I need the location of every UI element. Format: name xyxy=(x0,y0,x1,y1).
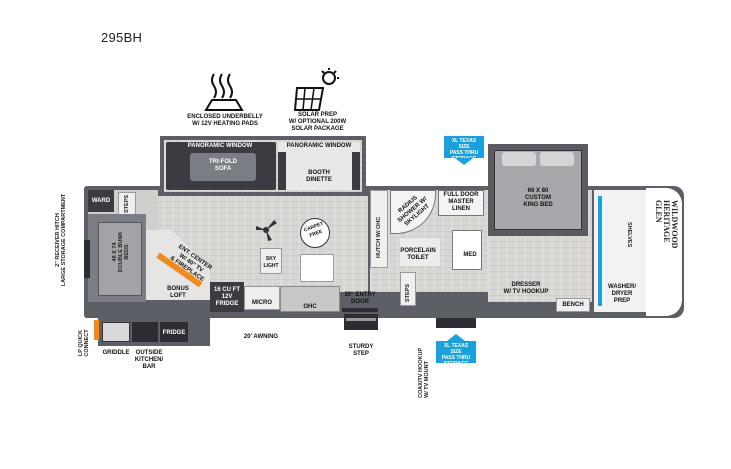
ohc-kitchen-label: OHC xyxy=(303,304,317,310)
panoramic-window-label-2: PANORAMIC WINDOW xyxy=(286,143,352,149)
ceiling-fan-icon xyxy=(252,218,280,242)
lp-orange-strip xyxy=(94,320,99,340)
shelves-label: SHELVES xyxy=(626,222,632,248)
fridge-inside-label: 16 CU FT 12V FRIDGE xyxy=(213,287,240,307)
pass-thru-callout-bottom: XL TEXAS SIZE PASS THRU STORAGE xyxy=(436,341,476,367)
lp-connect-label: LP QUICK CONNECT xyxy=(78,329,90,357)
entry-door-label: 30" ENTRY DOOR xyxy=(344,292,376,305)
steps-right-label: STEPS xyxy=(405,283,411,302)
sturdy-step-tread xyxy=(346,318,376,321)
sofa-cushion xyxy=(190,153,256,181)
ward-box xyxy=(88,190,114,212)
med-label: MED xyxy=(463,252,477,258)
griddle xyxy=(102,322,130,342)
dinette-area xyxy=(278,142,360,190)
sky-light-box xyxy=(260,248,282,274)
heating-feature-label: ENCLOSED UNDERBELLY W/ 12V HEATING PADS xyxy=(187,114,263,127)
pass-thru-arrow-bottom xyxy=(447,334,465,341)
bonus-loft-label: BONUS LOFT xyxy=(167,286,189,299)
awning-label: 20' AWNING xyxy=(243,334,279,340)
entry-door xyxy=(342,308,378,312)
sofa-label: TRI-FOLD SOFA xyxy=(209,159,237,172)
outside-kitchen-label: OUTSIDE KITCHEN/ BAR xyxy=(134,350,164,370)
receiver-hitch-label: 2" RECEIVER HITCH LARGE STORAGE COMPARTM… xyxy=(55,193,67,287)
sky-light-label: SKY LIGHT xyxy=(263,256,279,269)
kitchen-counter xyxy=(280,286,340,312)
panoramic-window-label-1: PANORAMIC WINDOW xyxy=(187,143,253,149)
king-bed-label: 66 X 80 CUSTOM KING BED xyxy=(523,188,553,208)
bath-sink xyxy=(452,230,482,270)
front-cap xyxy=(646,186,684,318)
bunk-door-slot xyxy=(84,240,90,278)
dinette-bench-right xyxy=(352,152,360,190)
dinette-bench-left xyxy=(278,152,286,190)
master-linen xyxy=(438,190,484,216)
micro-box xyxy=(244,286,280,310)
pass-thru-hatch xyxy=(436,318,476,328)
steps-right-box xyxy=(400,272,416,306)
steps-left-label: STEPS xyxy=(124,194,130,213)
dresser-label: DRESSER W/ TV HOOKUP xyxy=(503,282,549,295)
bunk-beds-label: 48 X 74 DOUBLE BUNK BEDS xyxy=(112,231,130,273)
fridge-outside-label: FRIDGE xyxy=(162,330,186,336)
full-door-label: FULL DOOR MASTER LINEN xyxy=(443,192,479,212)
bench-label: BENCH xyxy=(562,302,584,308)
solar-panel-icon xyxy=(293,68,341,114)
outside-kitchen xyxy=(132,322,158,342)
closet-rod xyxy=(598,196,602,306)
pillow-left xyxy=(502,152,536,166)
ward-label: WARD xyxy=(91,198,111,204)
micro-label: MICRO xyxy=(252,300,272,306)
heat-pad-icon xyxy=(204,70,244,112)
carpet-free-icon xyxy=(300,218,330,248)
pillow-right xyxy=(540,152,574,166)
sturdy-step-label: STURDY STEP xyxy=(348,344,374,357)
pass-thru-callout-top: XL TEXAS SIZE PASS THRU STORAGE xyxy=(444,136,484,162)
model-title: 295BH xyxy=(101,30,143,45)
hutch-label: HUTCH W/ OHC xyxy=(376,216,382,258)
griddle-label: GRIDDLE xyxy=(102,350,130,356)
hutch-box xyxy=(370,190,388,268)
kitchen-sink xyxy=(300,254,334,282)
washer-dryer-label: WASHER/ DRYER PREP xyxy=(607,284,636,304)
sturdy-step xyxy=(344,314,378,330)
solar-feature-label: SOLAR PREP W/ OPTIONAL 200W SOLAR PACKAG… xyxy=(288,112,347,132)
toilet-label: PORCELAIN TOILET xyxy=(400,248,436,261)
bench-box xyxy=(556,298,590,312)
toilet xyxy=(400,238,440,266)
coax-label: COAX/TV HOOKUP W/ TV MOUNT xyxy=(418,347,430,398)
pass-thru-arrow-top xyxy=(455,158,473,165)
fridge-inside xyxy=(210,282,244,312)
brand-logo: WILDWOOD HERITAGE GLEN xyxy=(654,200,679,249)
outside-fridge xyxy=(160,322,188,342)
dinette-label: BOOTH DINETTE xyxy=(306,170,332,183)
bunk-mattress xyxy=(98,222,142,296)
closet-area xyxy=(594,190,646,312)
